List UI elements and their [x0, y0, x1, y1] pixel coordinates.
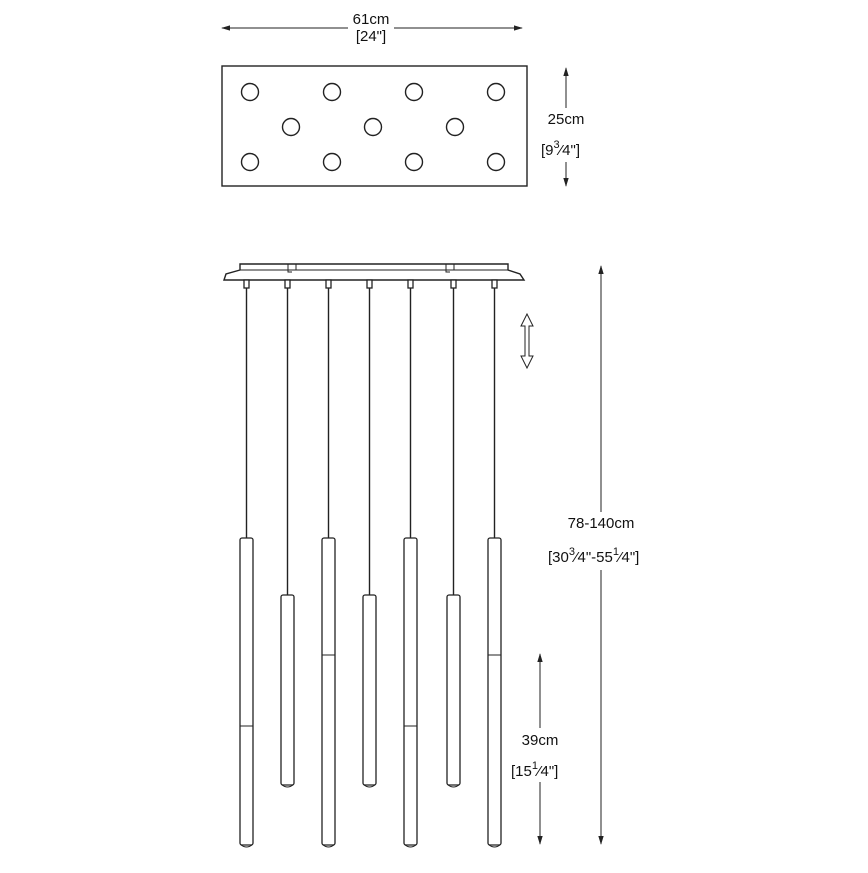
pendant-tube	[487, 537, 502, 846]
pendant-tube	[446, 594, 461, 786]
mount-hole	[281, 117, 301, 137]
pendant-tube	[239, 537, 254, 846]
pendant-1	[239, 279, 254, 848]
width-imperial-label: [24"]	[356, 28, 386, 45]
canopy-top-view	[221, 65, 528, 187]
width-metric-label: 61cm	[353, 11, 390, 28]
mount-hole	[322, 82, 342, 102]
mount-hole	[486, 82, 506, 102]
width-dimension: 61cm [24"]	[221, 11, 523, 45]
height-imperial-label: [303⁄4"-551⁄4"]	[548, 546, 639, 566]
pendant-tube	[403, 537, 418, 846]
pendant-2	[280, 279, 295, 788]
mount-hole	[445, 117, 465, 137]
mount-hole	[322, 152, 342, 172]
depth-dimension: 25cm [93⁄4"]	[538, 67, 594, 187]
depth-imperial-label: [93⁄4"]	[541, 139, 580, 159]
height-metric-label: 78-140cm	[568, 515, 635, 532]
pendant-5	[403, 279, 418, 848]
canopy-mounting-holes	[240, 82, 506, 172]
pendant-tube	[362, 594, 377, 786]
adjustable-height-icon	[520, 312, 534, 370]
pendant-3	[321, 279, 336, 848]
shade-metric-label: 39cm	[522, 732, 559, 749]
mount-hole	[404, 82, 424, 102]
pendant-6	[446, 279, 461, 788]
pendant-7	[487, 279, 502, 848]
height-dimension: 78-140cm [303⁄4"-551⁄4"]	[546, 265, 656, 845]
mount-hole	[240, 152, 260, 172]
pendant-tube	[280, 594, 295, 786]
pendant-group	[239, 279, 502, 848]
pendant-4	[362, 279, 377, 788]
depth-metric-label: 25cm	[548, 111, 585, 128]
mount-hole	[240, 82, 260, 102]
shade-dimension: 39cm [151⁄4"]	[508, 653, 570, 845]
shade-imperial-label: [151⁄4"]	[511, 760, 558, 780]
pendant-tube	[321, 537, 336, 846]
mount-hole	[404, 152, 424, 172]
mount-hole	[363, 117, 383, 137]
canopy-side-view	[223, 263, 526, 281]
mount-hole	[486, 152, 506, 172]
